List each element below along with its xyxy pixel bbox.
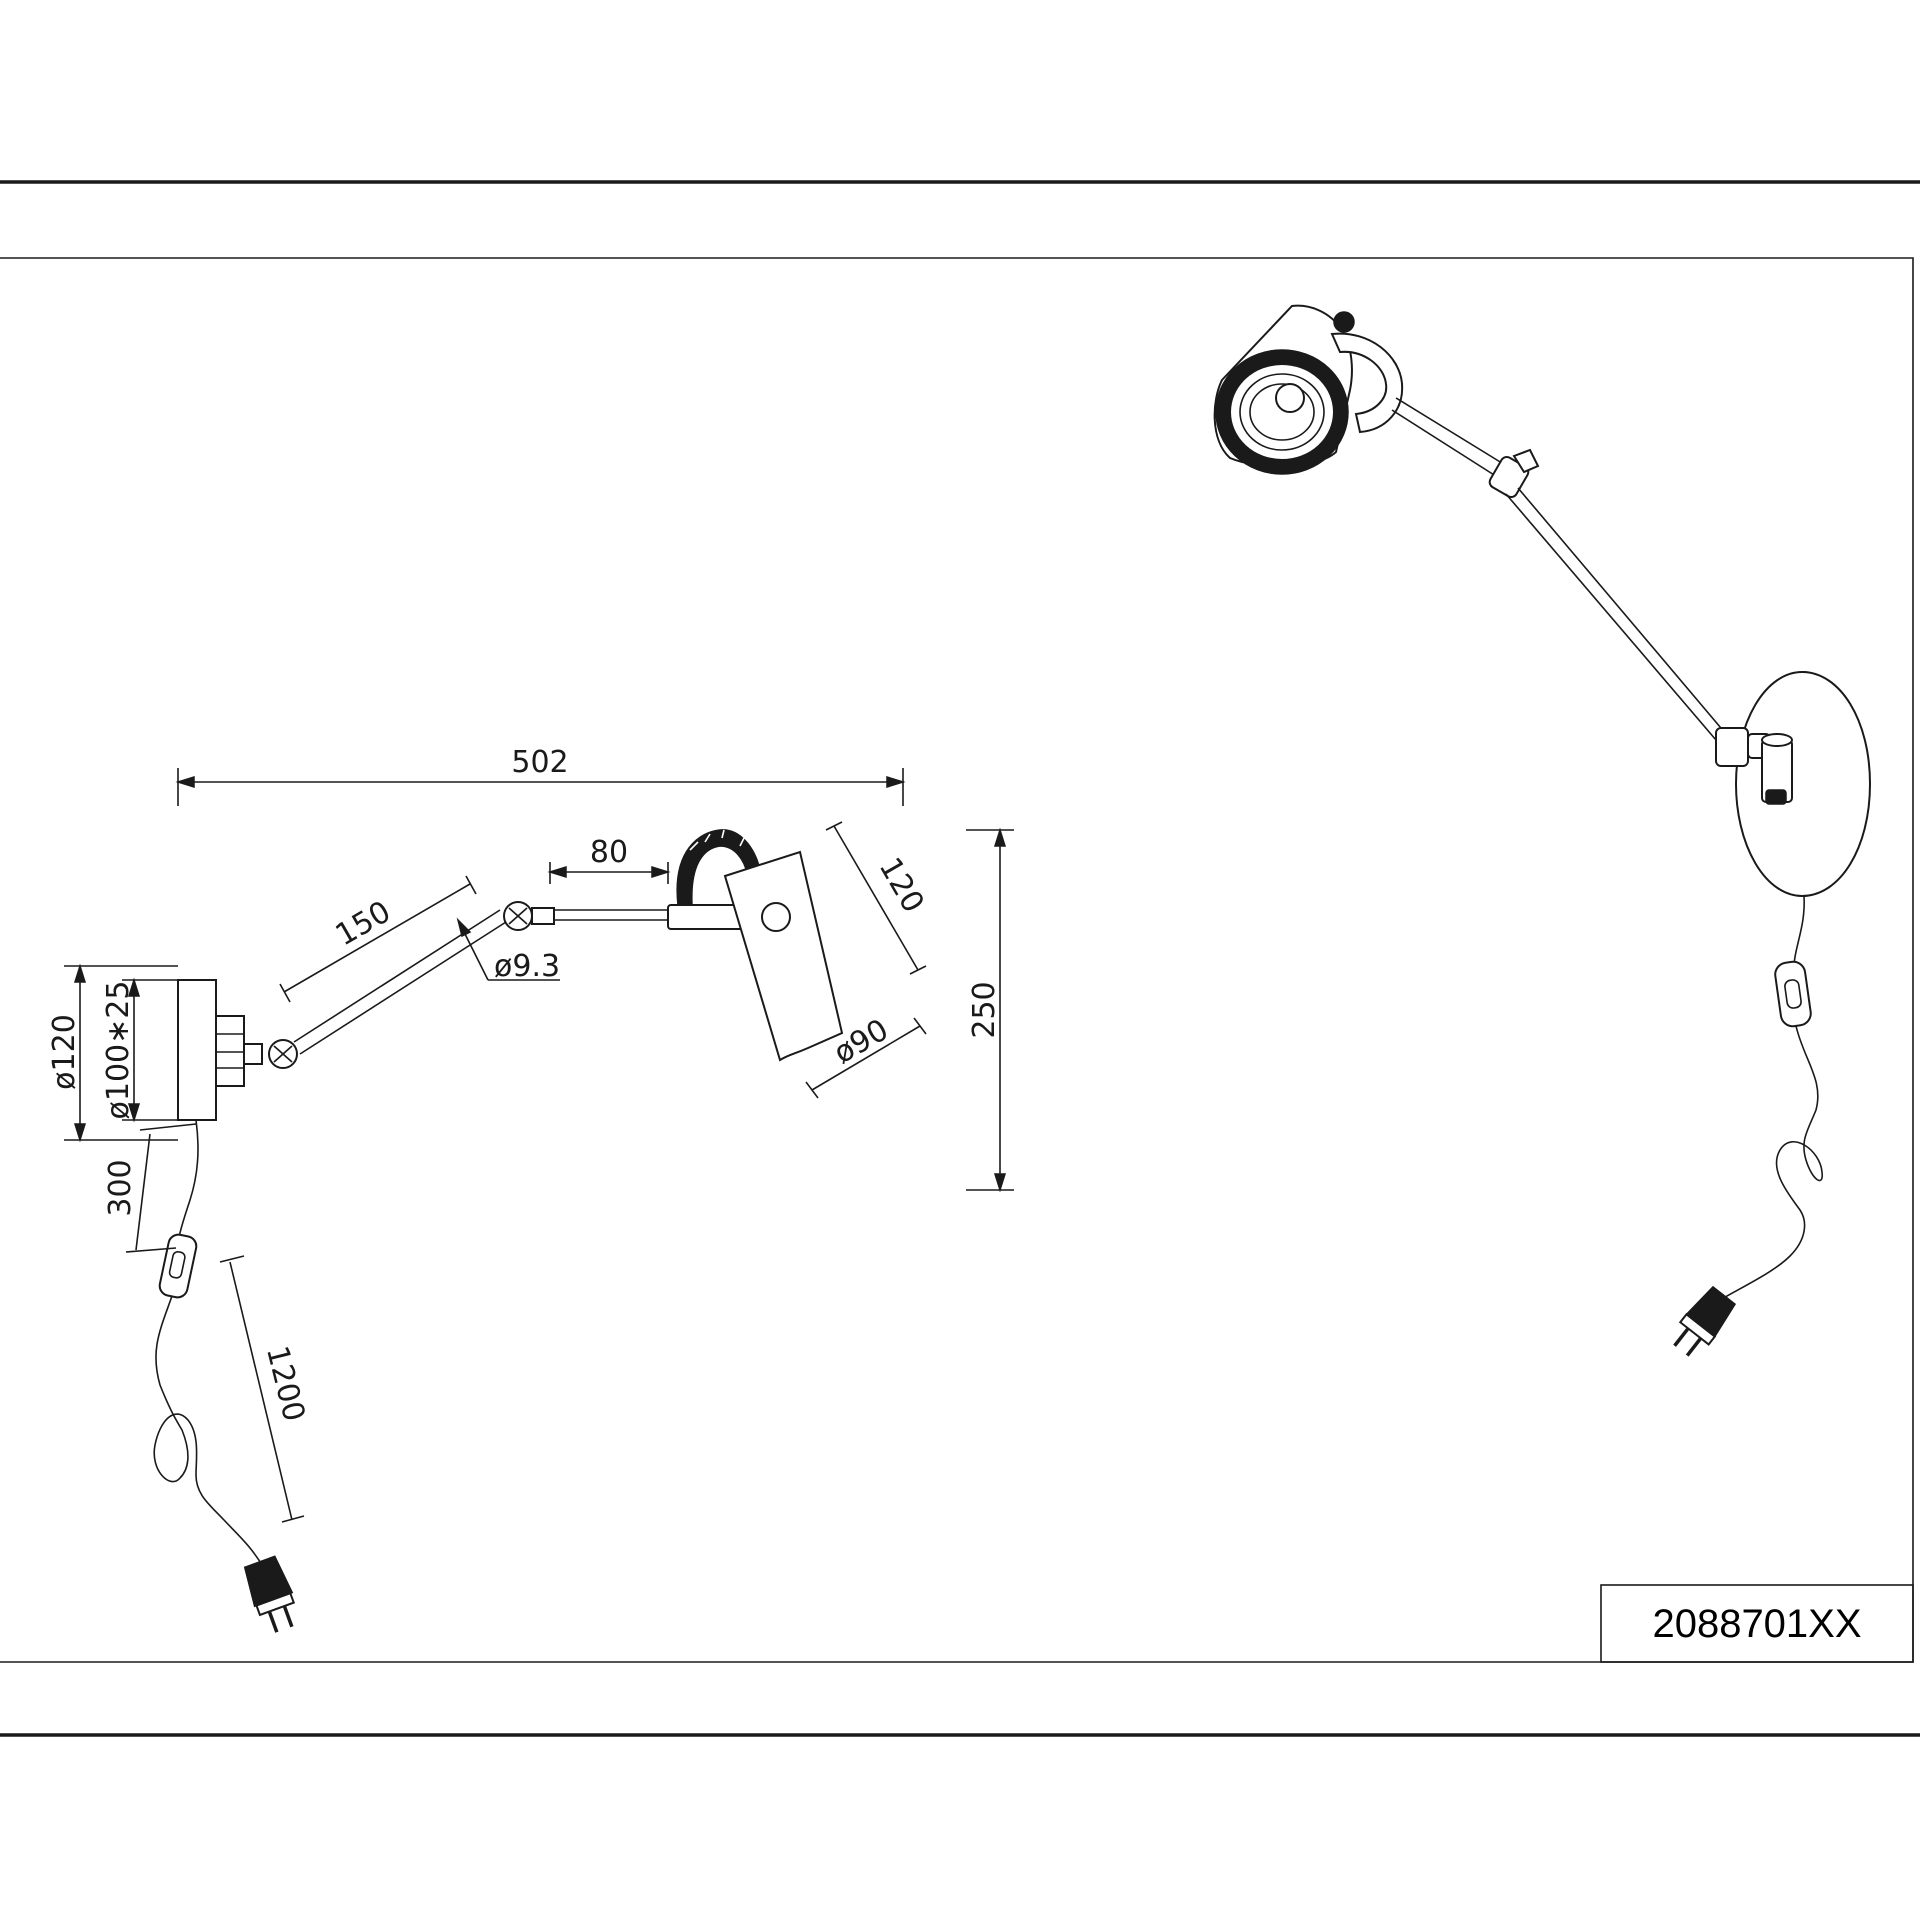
plug: [243, 1555, 296, 1633]
dim-total-height: 250: [967, 981, 1002, 1038]
dim-shade-offset: 80: [590, 835, 628, 870]
dim-plate-inner: ø100∗25: [101, 981, 136, 1120]
lamp-side-view: [153, 829, 844, 1633]
perspective-plug: [1673, 1285, 1737, 1357]
model-code: 2088701XX: [1652, 1602, 1861, 1646]
arm: [293, 909, 507, 1055]
wall-plate: [177, 979, 217, 1121]
inline-switch: [158, 1233, 198, 1299]
title-block: 2088701XX: [1600, 1584, 1914, 1663]
dim-arm-length: 150: [330, 894, 397, 953]
plate-nut: [215, 1015, 245, 1087]
dim-shade-height: 120: [872, 852, 931, 919]
dim-plate-diameter: ø120: [47, 1014, 82, 1090]
dimension-lines: 502 80 150 ø9.3 120 ø90 250: [47, 745, 1014, 1523]
dim-cable-switch: 300: [103, 1159, 138, 1216]
lamp-shade: [723, 850, 844, 1062]
dim-overall-width: 502: [511, 745, 568, 780]
lamp-perspective-view: [1213, 304, 1872, 1357]
dim-arm-diameter: ø9.3: [494, 949, 560, 984]
drawing-frame: [0, 180, 1920, 1737]
